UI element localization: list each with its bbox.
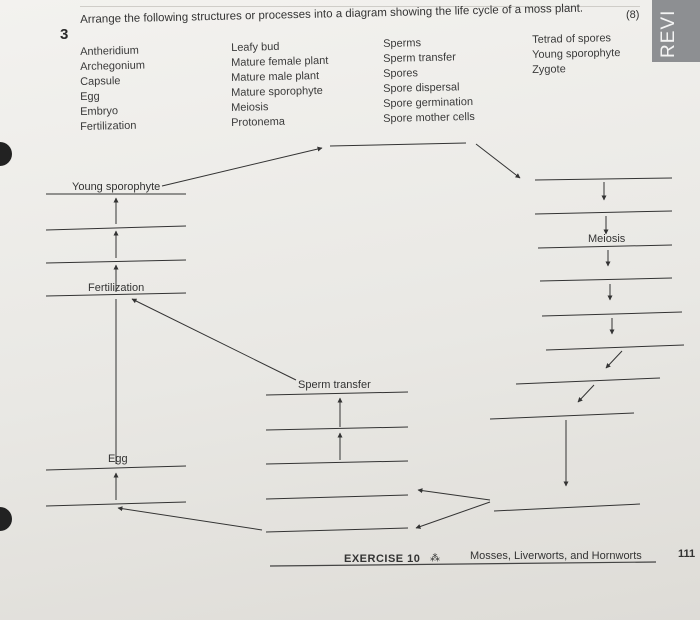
- blank-line: [534, 177, 673, 181]
- blank-line-sperm-transfer: [265, 391, 409, 396]
- label-sperm-transfer: Sperm transfer: [298, 379, 371, 391]
- arrow: [131, 298, 297, 381]
- page-number: 111: [678, 548, 696, 560]
- question-points: (8): [626, 9, 640, 21]
- review-tab: [652, 0, 700, 62]
- arrow: [117, 506, 263, 531]
- arrow: [475, 143, 521, 179]
- blank-line: [265, 527, 409, 533]
- binder-hole: [0, 507, 12, 531]
- blank-line: [45, 259, 187, 264]
- blank-line: [493, 503, 641, 512]
- blank-line: [515, 377, 661, 385]
- arrow: [605, 350, 623, 369]
- blank-line: [541, 311, 683, 317]
- label-meiosis: Meiosis: [588, 233, 626, 245]
- label-young-sporophyte: Young sporophyte: [72, 181, 161, 193]
- blank-line: [265, 426, 409, 431]
- blank-line: [265, 460, 409, 465]
- top-rule: [80, 6, 640, 7]
- question-number: 3: [60, 26, 69, 43]
- blank-line: [265, 494, 409, 500]
- label-egg: Egg: [108, 453, 128, 465]
- blank-line: [489, 412, 635, 420]
- blank-line-fertilization: [45, 292, 187, 297]
- blank-line-egg: [45, 465, 187, 471]
- binder-hole: [0, 142, 12, 166]
- footer-exercise: EXERCISE 10: [344, 553, 421, 565]
- footer-rule: [269, 561, 657, 567]
- blank-line: [45, 225, 187, 231]
- blank-line: [545, 344, 685, 351]
- label-fertilization: Fertilization: [88, 282, 145, 294]
- blank-line: [534, 210, 673, 215]
- blank-line-meiosis: [537, 244, 673, 249]
- blank-line: [45, 501, 187, 507]
- arrow: [415, 501, 491, 529]
- blank-line: [539, 277, 673, 282]
- footer-subject: Mosses, Liverworts, and Hornworts: [470, 550, 642, 562]
- blank-line: [329, 142, 467, 147]
- arrow: [577, 384, 595, 403]
- moss-ornament-icon: ⁂: [430, 553, 440, 564]
- arrow: [161, 146, 323, 187]
- arrow: [417, 488, 491, 501]
